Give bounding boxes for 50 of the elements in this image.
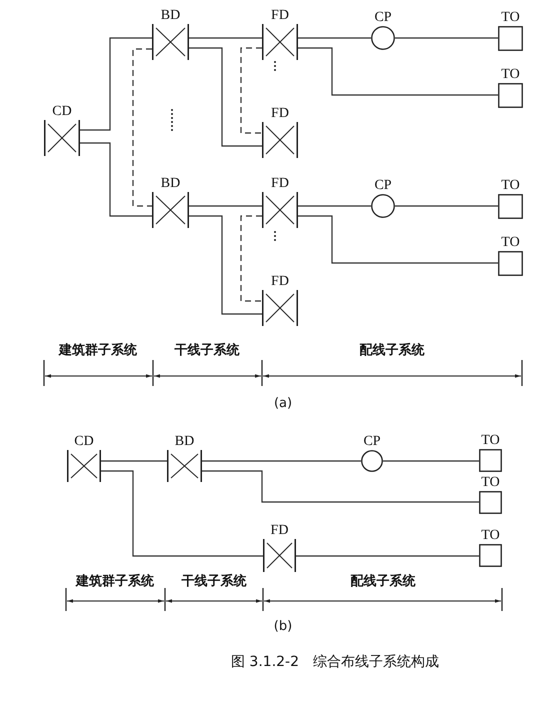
node-label: CP bbox=[363, 434, 381, 450]
figure-caption: 图 3.1.2-2 综合布线子系统构成 bbox=[230, 653, 440, 671]
cable-line bbox=[395, 37, 498, 39]
cable-line bbox=[101, 460, 167, 462]
node-label: FD bbox=[271, 176, 289, 192]
node-label: CD bbox=[52, 104, 72, 120]
cable-line bbox=[80, 37, 152, 131]
subsystem-label: 干线子系统 bbox=[182, 574, 246, 590]
node-label: CD bbox=[74, 434, 94, 450]
dashed-cable-line bbox=[240, 47, 262, 134]
node-label: FD bbox=[271, 106, 289, 122]
node-label: FD bbox=[271, 8, 289, 24]
cable-line bbox=[298, 37, 371, 39]
node-label: BD bbox=[160, 176, 180, 192]
node-label: TO bbox=[501, 235, 520, 251]
node-label: TO bbox=[481, 433, 500, 449]
node-label: CP bbox=[374, 178, 392, 194]
node-label: TO bbox=[481, 528, 500, 544]
dashed-cable-line bbox=[240, 215, 262, 302]
cable-line bbox=[189, 47, 262, 147]
cable-line bbox=[296, 555, 479, 557]
dashed-cable-line bbox=[132, 48, 152, 207]
node-label: TO bbox=[501, 10, 520, 26]
cable-line bbox=[189, 205, 262, 207]
cable-line bbox=[101, 470, 263, 557]
cable-line bbox=[202, 470, 479, 503]
cable-line bbox=[80, 142, 152, 217]
cable-line bbox=[298, 215, 498, 264]
cable-line bbox=[298, 47, 498, 96]
node-label: BD bbox=[160, 8, 180, 24]
node-label: TO bbox=[501, 67, 520, 83]
subsystem-label: 建筑群子系统 bbox=[76, 574, 154, 590]
node-label: BD bbox=[174, 434, 194, 450]
subsystem-label: 干线子系统 bbox=[174, 343, 240, 359]
node-label: TO bbox=[501, 178, 520, 194]
cable-line bbox=[202, 460, 361, 462]
cable-line bbox=[298, 205, 371, 207]
subfigure-label: (b) bbox=[274, 619, 292, 635]
node-label: FD bbox=[271, 274, 289, 290]
node-label: CP bbox=[374, 10, 392, 26]
node-label: FD bbox=[270, 523, 288, 539]
cable-line bbox=[189, 215, 262, 315]
cable-line bbox=[189, 37, 262, 39]
subsystem-label: 建筑群子系统 bbox=[59, 343, 137, 359]
node-label: TO bbox=[481, 475, 500, 491]
subsystem-label: 配线子系统 bbox=[360, 343, 424, 359]
cable-line bbox=[383, 460, 479, 462]
subfigure-label: (a) bbox=[274, 396, 292, 412]
cable-line bbox=[395, 205, 498, 207]
subsystem-label: 配线子系统 bbox=[350, 574, 416, 590]
